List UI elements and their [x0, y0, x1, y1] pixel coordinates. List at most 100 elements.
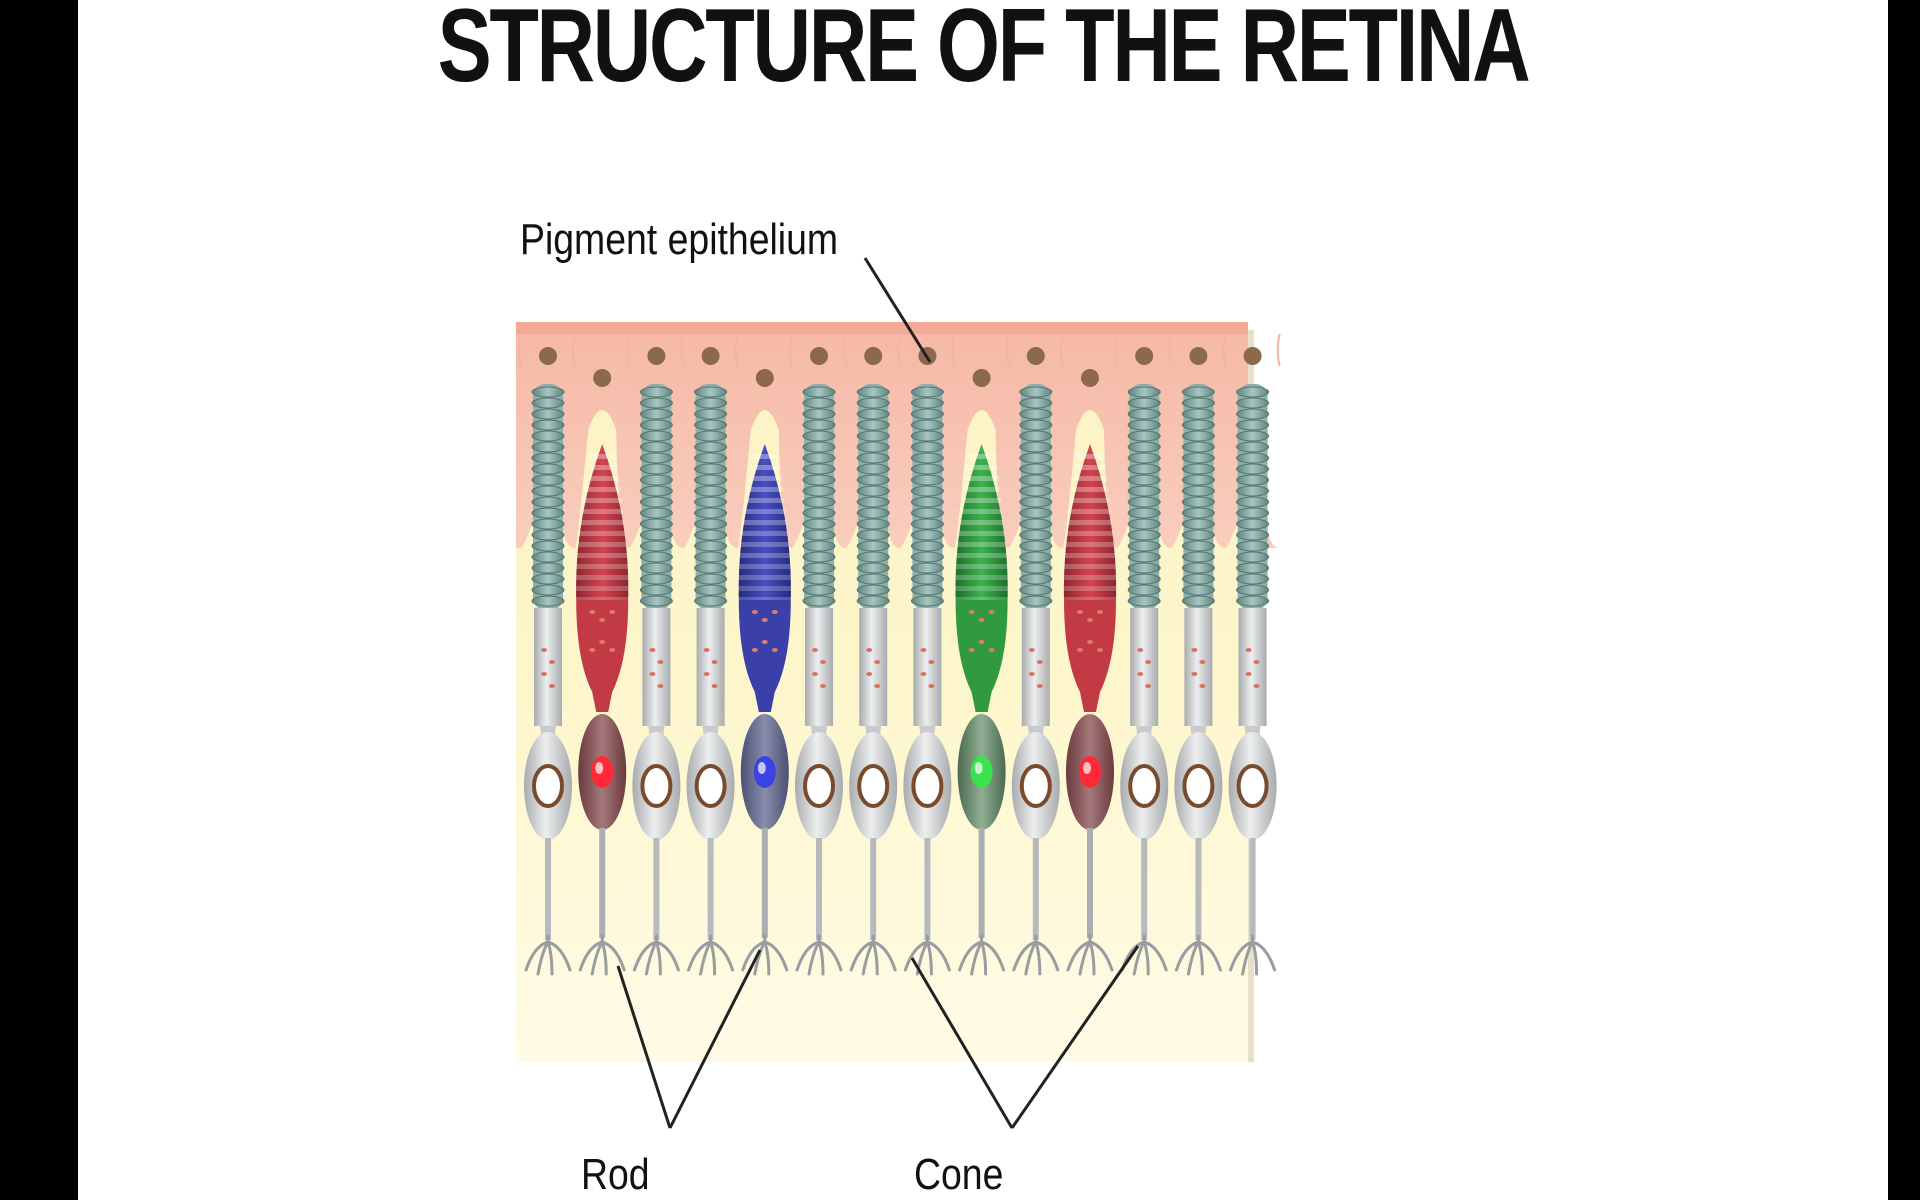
rod-disc [1236, 430, 1270, 442]
rod-disc [639, 485, 673, 497]
mitochondrion [1036, 660, 1043, 664]
rod-disc [694, 540, 728, 552]
cone-nucleus [970, 756, 993, 788]
mitochondrion [549, 660, 555, 664]
cone-disc [749, 465, 781, 470]
rod-disc [910, 595, 944, 607]
rod-disc [531, 573, 565, 585]
cone-disc [589, 454, 616, 459]
rod-nucleus [694, 764, 727, 808]
rod-disc [639, 540, 673, 552]
rod-nucleus [1019, 764, 1052, 808]
cone-cell-red [574, 444, 631, 976]
rod-cell [1011, 384, 1060, 976]
cone-disc [956, 564, 1008, 569]
cone-disc [585, 476, 620, 481]
mitochondrion [978, 640, 985, 644]
cone-disc [583, 487, 621, 492]
cone-disc [961, 498, 1002, 503]
rod-inner-segment [913, 608, 942, 726]
rod-disc [1127, 408, 1161, 420]
pigment-granule [1189, 347, 1208, 365]
synaptic-terminal [795, 934, 843, 976]
rod-disc [1236, 540, 1270, 552]
cone-disc [1072, 476, 1108, 481]
rod-disc [1019, 595, 1053, 607]
rod-disc [1181, 419, 1215, 431]
mitochondrion [1036, 684, 1043, 688]
pigment-cell-border [626, 333, 631, 367]
rod-disc [802, 419, 836, 431]
rod-disc [802, 507, 836, 519]
rod-axon [545, 838, 551, 940]
mitochondrion [928, 684, 935, 688]
mitochondrion [703, 648, 710, 652]
synaptic-terminal [578, 934, 626, 976]
rod-disc [1181, 485, 1215, 497]
cone-axon [599, 828, 606, 938]
synaptic-terminal [1174, 934, 1222, 976]
mitochondrion [549, 684, 555, 688]
cone-axon [1087, 828, 1093, 938]
pigment-granule [1135, 347, 1154, 365]
synaptic-terminal [1066, 934, 1114, 976]
mitochondrion [1077, 610, 1083, 614]
mitochondrion [1245, 648, 1252, 652]
rod-disc [1127, 573, 1161, 585]
rod-disc [1019, 441, 1053, 453]
rod-axon [1032, 838, 1039, 940]
cone-cell-red [1062, 444, 1118, 976]
cone-disc [963, 487, 1001, 492]
rod-disc [1019, 430, 1053, 442]
cone-disc [957, 542, 1006, 547]
mitochondrion [820, 684, 826, 688]
rod-disc [910, 573, 944, 585]
rod-disc [531, 441, 565, 453]
rod-disc [802, 441, 836, 453]
rod-disc [910, 408, 944, 420]
rod-inner-segment [696, 608, 725, 726]
cone-disc [740, 542, 789, 547]
mitochondrion [1199, 660, 1206, 664]
rod-disc [1127, 529, 1161, 541]
cone-disc [1062, 597, 1118, 602]
synaptic-terminal [687, 934, 735, 976]
cone-disc [586, 465, 618, 470]
rod-disc [802, 408, 836, 420]
rod-disc [802, 529, 836, 541]
rod-disc [1127, 441, 1161, 453]
cone-disc [1065, 553, 1115, 558]
mitochondrion [920, 648, 927, 652]
cone-disc [1069, 509, 1111, 514]
rod-disc [1019, 562, 1053, 574]
rod-disc [1019, 507, 1053, 519]
cone-disc [743, 509, 786, 514]
pigment-epithelium-layer [516, 322, 1281, 548]
mitochondrion [1087, 618, 1093, 622]
rod-cell [1120, 384, 1169, 976]
leader-lines [616, 257, 1140, 1129]
rod-disc [639, 562, 673, 574]
rod-nucleus [857, 764, 890, 808]
rod-disc [1127, 430, 1161, 442]
rod-cell [1174, 384, 1223, 976]
rod-axon [924, 838, 931, 940]
rod-disc [910, 496, 944, 508]
rod-disc [802, 540, 836, 552]
cone-nucleus [1079, 756, 1101, 788]
cone-disc [739, 564, 791, 569]
rod-disc [1019, 452, 1053, 464]
rod-cell [632, 384, 681, 976]
rod-disc [1181, 551, 1215, 563]
pigment-granule [810, 347, 828, 365]
mitochondrion [820, 660, 826, 664]
rod-disc [694, 397, 728, 409]
mitochondrion [609, 648, 616, 652]
rod-disc [1181, 529, 1215, 541]
rod-disc [639, 441, 673, 453]
rod-disc [1236, 474, 1270, 486]
rod-nucleus [532, 764, 564, 808]
synaptic-terminal [632, 934, 680, 976]
pigment-epithelium-top-edge [516, 322, 1248, 334]
rod-disc [1236, 529, 1270, 541]
